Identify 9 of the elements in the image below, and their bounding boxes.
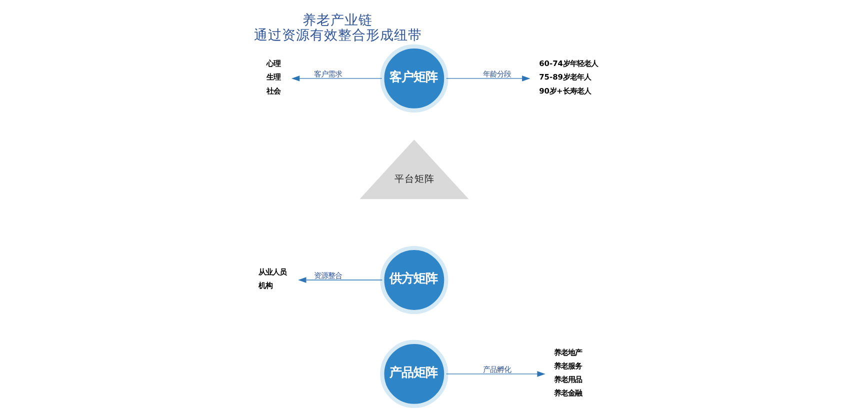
arrow	[290, 76, 382, 82]
arrow	[445, 76, 530, 82]
diagram-title: 养老产业链	[302, 12, 372, 29]
arrow	[298, 277, 382, 283]
caption: 通过资源有效整合形成纽带	[254, 28, 422, 44]
node-circle: 供方矩阵	[380, 246, 448, 314]
node-circle: 产品矩阵	[380, 340, 448, 408]
arrow	[445, 371, 545, 377]
node-circle: 客户矩阵	[380, 44, 448, 112]
